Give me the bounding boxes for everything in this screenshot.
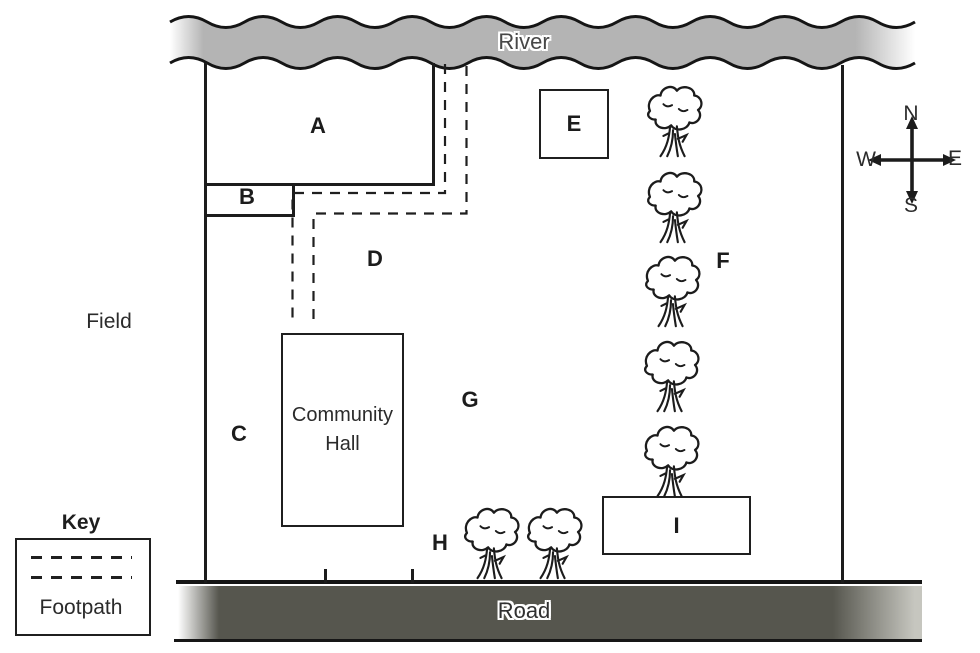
area-a-outline [204,63,435,186]
tree-icon [644,340,700,413]
gate-tick-left [324,569,327,583]
area-label-c: C [231,421,247,446]
road-top-line [176,580,922,584]
tree-icon [527,507,583,580]
key-box [15,538,151,636]
compass-west-label: W [856,148,876,171]
area-label-h: H [432,530,448,555]
compass-rose [868,116,956,204]
tree-icon [647,171,703,244]
area-label-e: E [566,111,582,136]
compass-south-label: S [903,194,918,217]
tree-icon [644,425,700,498]
box-i: I [602,496,751,555]
tree-icon [647,85,703,158]
key-footpath-dash-sample [31,556,132,559]
community-hall-label: Community Hall [291,404,394,455]
tree-icon [464,507,520,580]
road-label: Road [497,598,551,623]
area-label-d: D [367,246,383,271]
area-label-i: I [673,512,680,538]
field-boundary-right [841,65,844,583]
field-label: Field [86,310,132,333]
compass-east-label: E [947,147,962,170]
road-bottom-line [174,639,922,642]
river-band [169,15,916,70]
compass-north-label: N [903,102,919,125]
area-label-a: A [310,113,326,138]
area-label-b: B [239,184,255,209]
community-hall: Community Hall [281,333,404,527]
key-footpath-label: Footpath [39,596,123,619]
box-e: E [539,89,609,159]
key-footpath-dash-sample [31,576,132,579]
area-label-f: F [716,248,730,273]
tree-icon [645,255,701,328]
area-label-g: G [461,387,479,412]
road-band [178,586,922,639]
river-label: River [498,29,550,54]
field-boundary-left [204,63,207,583]
gate-tick-right [411,569,414,583]
key-title: Key [61,511,101,534]
